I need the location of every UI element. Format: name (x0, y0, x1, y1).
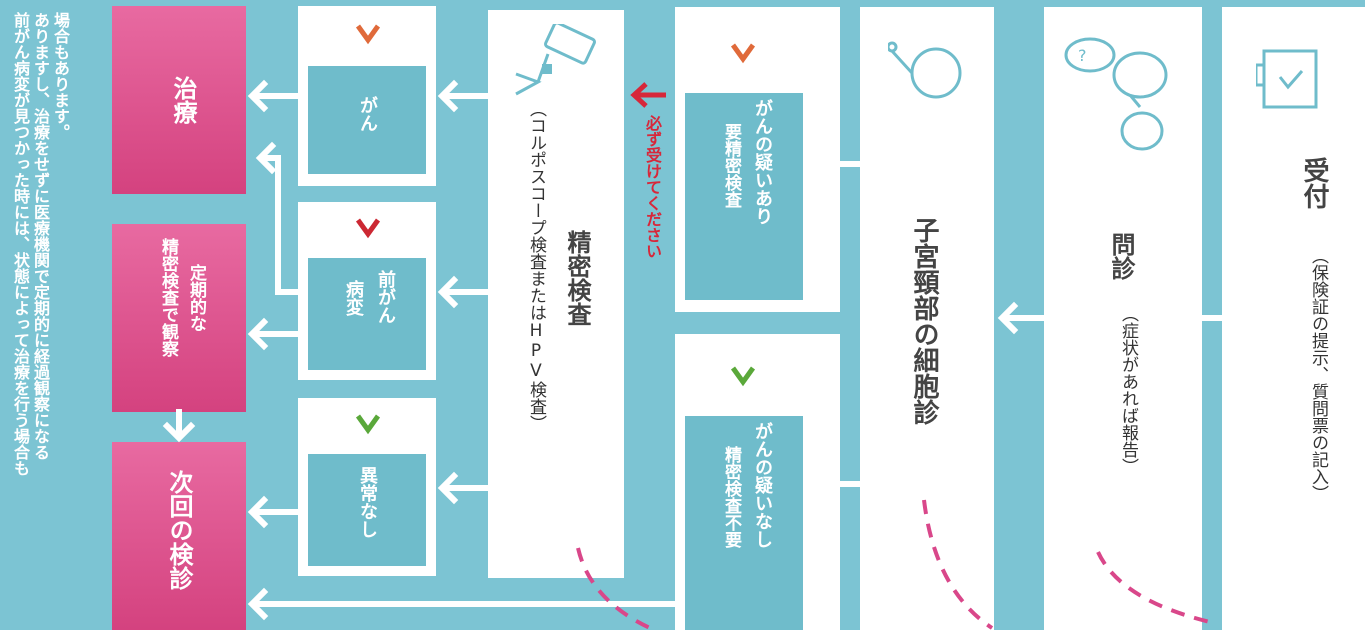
precancer-box: 前がん 病変 (298, 202, 436, 380)
note-text: 前がん病変が見つかった時には、状態によって治療を行う場合も ありますし、治療をせ… (0, 0, 80, 630)
cytology-title: 子宮頸部の細胞診 (909, 217, 939, 425)
reception-sub: （保険証の提示、質問票の記入） (1308, 247, 1328, 502)
checkmark-icon (355, 218, 381, 239)
suspect-box: がんの疑いあり 要精密検査 (675, 7, 840, 312)
suspect-line2: 要精密検査 (721, 123, 741, 208)
suspect-label-box: がんの疑いあり 要精密検査 (685, 93, 803, 300)
normal-label: 異常なし (357, 466, 378, 538)
treatment-box: 治療 (112, 6, 246, 194)
cancer-label-box: がん (308, 66, 426, 174)
checkmark-icon (730, 43, 756, 64)
normal-box: 異常なし (298, 398, 436, 576)
no-suspect-line2: 精密検査不要 (721, 446, 741, 548)
note-line-1: 前がん病変が見つかった時には、状態によって治療を行う場合も (11, 12, 30, 476)
treatment-label: 治療 (169, 76, 197, 124)
precancer-line2: 病変 (343, 280, 364, 316)
observation-line1: 定期的な (186, 264, 206, 332)
detailed-sub: （コルポスコープ検査またはHPV検査） (526, 100, 546, 432)
checkmark-icon (730, 366, 756, 387)
observation-line2: 精密検査で観察 (158, 238, 178, 357)
no-suspect-line1: がんの疑いなし (752, 422, 773, 548)
clipboard-icon (1256, 49, 1318, 109)
interview-box: ? 問診 （症状があれば報告） (1044, 7, 1202, 630)
no-suspect-label-box: がんの疑いなし 精密検査不要 (685, 416, 803, 630)
note-line-2: ありますし、治療をせずに医療機関で定期的に経過観察になる (31, 12, 50, 460)
checkmark-icon (355, 414, 381, 435)
magnifier-icon (888, 41, 962, 99)
must-take-text: 必ず受けてください (643, 115, 662, 259)
precancer-line1: 前がん (375, 270, 396, 324)
must-arrow (630, 82, 666, 108)
detailed-title: 精密検査 (563, 230, 591, 326)
cancer-label: がん (357, 96, 378, 132)
note-line-3: 場合もあります。 (51, 12, 70, 140)
observation-box: 定期的な 精密検査で観察 (112, 224, 246, 412)
conversation-icon: ? (1064, 37, 1168, 151)
suspect-line1: がんの疑いあり (752, 99, 773, 225)
checkmark-icon (355, 24, 381, 45)
cancer-box: がん (298, 6, 436, 186)
precancer-label-box: 前がん 病変 (308, 258, 426, 370)
detailed-box: 精密検査 （コルポスコープ検査またはHPV検査） (488, 10, 624, 578)
normal-label-box: 異常なし (308, 454, 426, 566)
colposcope-icon (515, 24, 596, 96)
next-exam-box: 次回の検診 (112, 442, 246, 630)
cytology-box: 子宮頸部の細胞診 (860, 7, 994, 630)
next-exam-label: 次回の検診 (165, 470, 193, 590)
no-suspect-box: がんの疑いなし 精密検査不要 (675, 334, 840, 630)
reception-box: 受付 （保険証の提示、質問票の記入） (1222, 7, 1365, 630)
interview-title: 問診 (1107, 232, 1135, 280)
reception-title: 受付 (1299, 157, 1329, 209)
interview-sub: （症状があれば報告） (1118, 305, 1138, 475)
svg-text:?: ? (1078, 46, 1087, 65)
